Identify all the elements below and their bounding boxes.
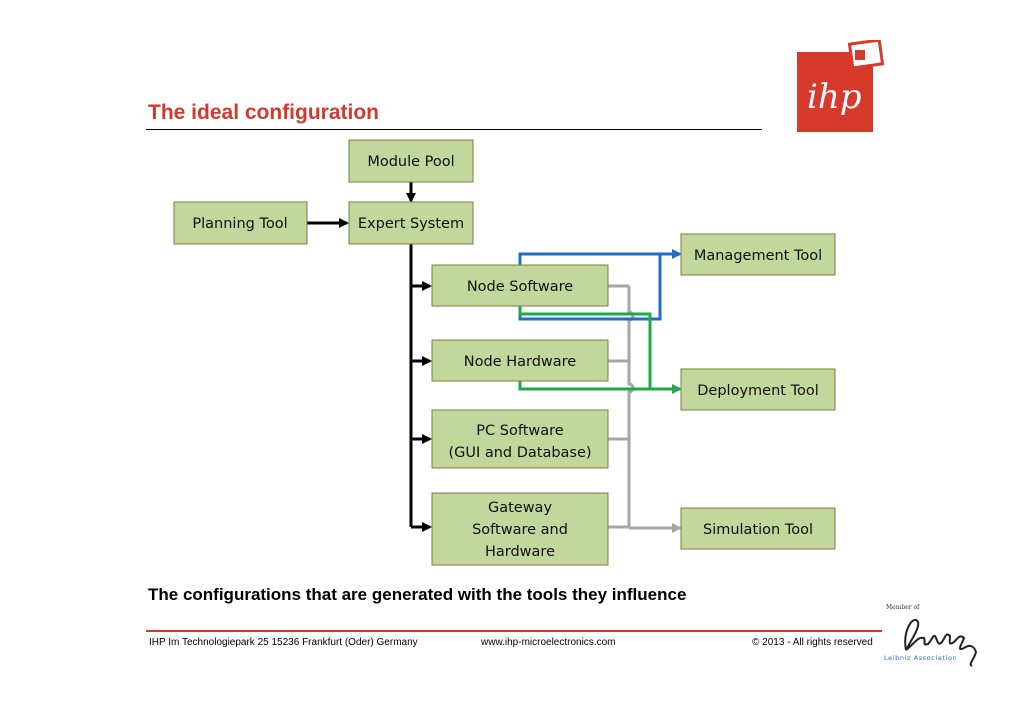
gateway-label-line3: Hardware [485, 544, 555, 560]
leibniz-association-text: Leibniz Association [884, 654, 957, 662]
deployment-tool-label: Deployment Tool [697, 383, 818, 399]
diagram-caption: The configurations that are generated wi… [148, 585, 687, 604]
expert-system-label: Expert System [358, 216, 464, 232]
gateway-label-line1: Gateway [488, 500, 552, 516]
ihp-logo: ihp [797, 40, 885, 132]
module-pool-box: Module Pool [348, 139, 474, 183]
pc-software-label-line2: (GUI and Database) [448, 445, 591, 461]
footer-copyright: © 2013 - All rights reserved [752, 637, 873, 648]
footer-website[interactable]: www.ihp-microelectronics.com [481, 637, 616, 648]
pc-software-label-line1: PC Software [476, 423, 563, 439]
deployment-connectors [518, 306, 682, 394]
simulation-tool-box: Simulation Tool [680, 507, 836, 550]
slide-title: The ideal configuration [148, 101, 380, 124]
simulation-tool-label: Simulation Tool [703, 522, 813, 538]
ihp-logo-dot [855, 50, 865, 60]
footer-address: IHP Im Technologiepark 25 15236 Frankfur… [149, 637, 418, 648]
module-pool-label: Module Pool [367, 154, 454, 170]
ihp-logo-tile [847, 40, 885, 70]
expert-system-box: Expert System [348, 201, 474, 245]
leibniz-signature [904, 619, 978, 667]
management-tool-label: Management Tool [694, 248, 822, 264]
node-hardware-box: Node Hardware [431, 339, 609, 382]
pc-software-box: PC Software (GUI and Database) [431, 409, 609, 469]
gateway-box: Gateway Software and Hardware [431, 492, 609, 566]
node-hardware-label: Node Hardware [464, 354, 577, 370]
planning-tool-label: Planning Tool [192, 216, 287, 232]
main-flow-connectors [307, 182, 432, 532]
title-divider [146, 129, 762, 130]
leibniz-member-of: Member of [886, 604, 920, 611]
leibniz-logo: Member of Leibniz Association [884, 604, 978, 667]
gateway-label-line2: Software and [472, 522, 568, 538]
node-software-label: Node Software [467, 279, 573, 295]
management-tool-box: Management Tool [680, 233, 836, 276]
planning-tool-box: Planning Tool [173, 201, 308, 245]
simulation-connectors [608, 284, 682, 533]
ihp-logo-text: ihp [807, 77, 862, 117]
deployment-tool-box: Deployment Tool [680, 368, 836, 411]
node-software-box: Node Software [431, 264, 609, 307]
footer-divider [146, 630, 882, 632]
